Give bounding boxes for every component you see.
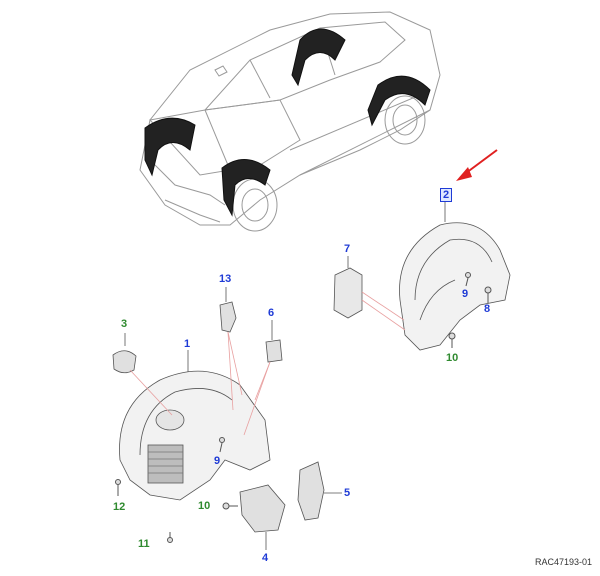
part-7-panel [333,267,363,319]
callout-13: 13 [219,273,232,285]
part-10-rear-fastener [448,332,456,348]
callout-6: 6 [268,307,275,319]
callout-9-rear: 9 [462,288,469,300]
callout-1: 1 [184,338,191,350]
rear-wheel-liner [399,222,511,351]
part-8-fastener [484,286,492,303]
part-4-bracket [239,484,286,533]
callout-3: 3 [121,318,128,330]
callout-7: 7 [344,243,351,255]
part-5-bracket [297,461,325,521]
part-9-rear-clip [465,272,471,287]
callout-12: 12 [113,501,126,513]
part-12-fastener [115,479,121,496]
part-13-bracket [219,301,237,333]
part-11-fastener [167,532,173,543]
front-wheel-liner [119,370,271,501]
callout-11: 11 [138,538,150,550]
callout-5: 5 [344,487,351,499]
car-liner-highlights [144,28,431,217]
callout-9-front: 9 [214,455,221,467]
callout-10-rear: 10 [446,352,459,364]
callout-4: 4 [262,552,269,564]
red-arrow-icon [456,149,498,181]
callout-2: 2 [440,188,453,202]
part-9-front-clip [219,437,225,453]
callout-8: 8 [484,303,491,315]
callout-10-front: 10 [198,500,211,512]
drawing-reference: RAC47193-01 [534,557,592,567]
part-10-front-fastener [222,502,238,510]
part-3-cap [112,350,137,374]
part-6-block [265,339,283,363]
